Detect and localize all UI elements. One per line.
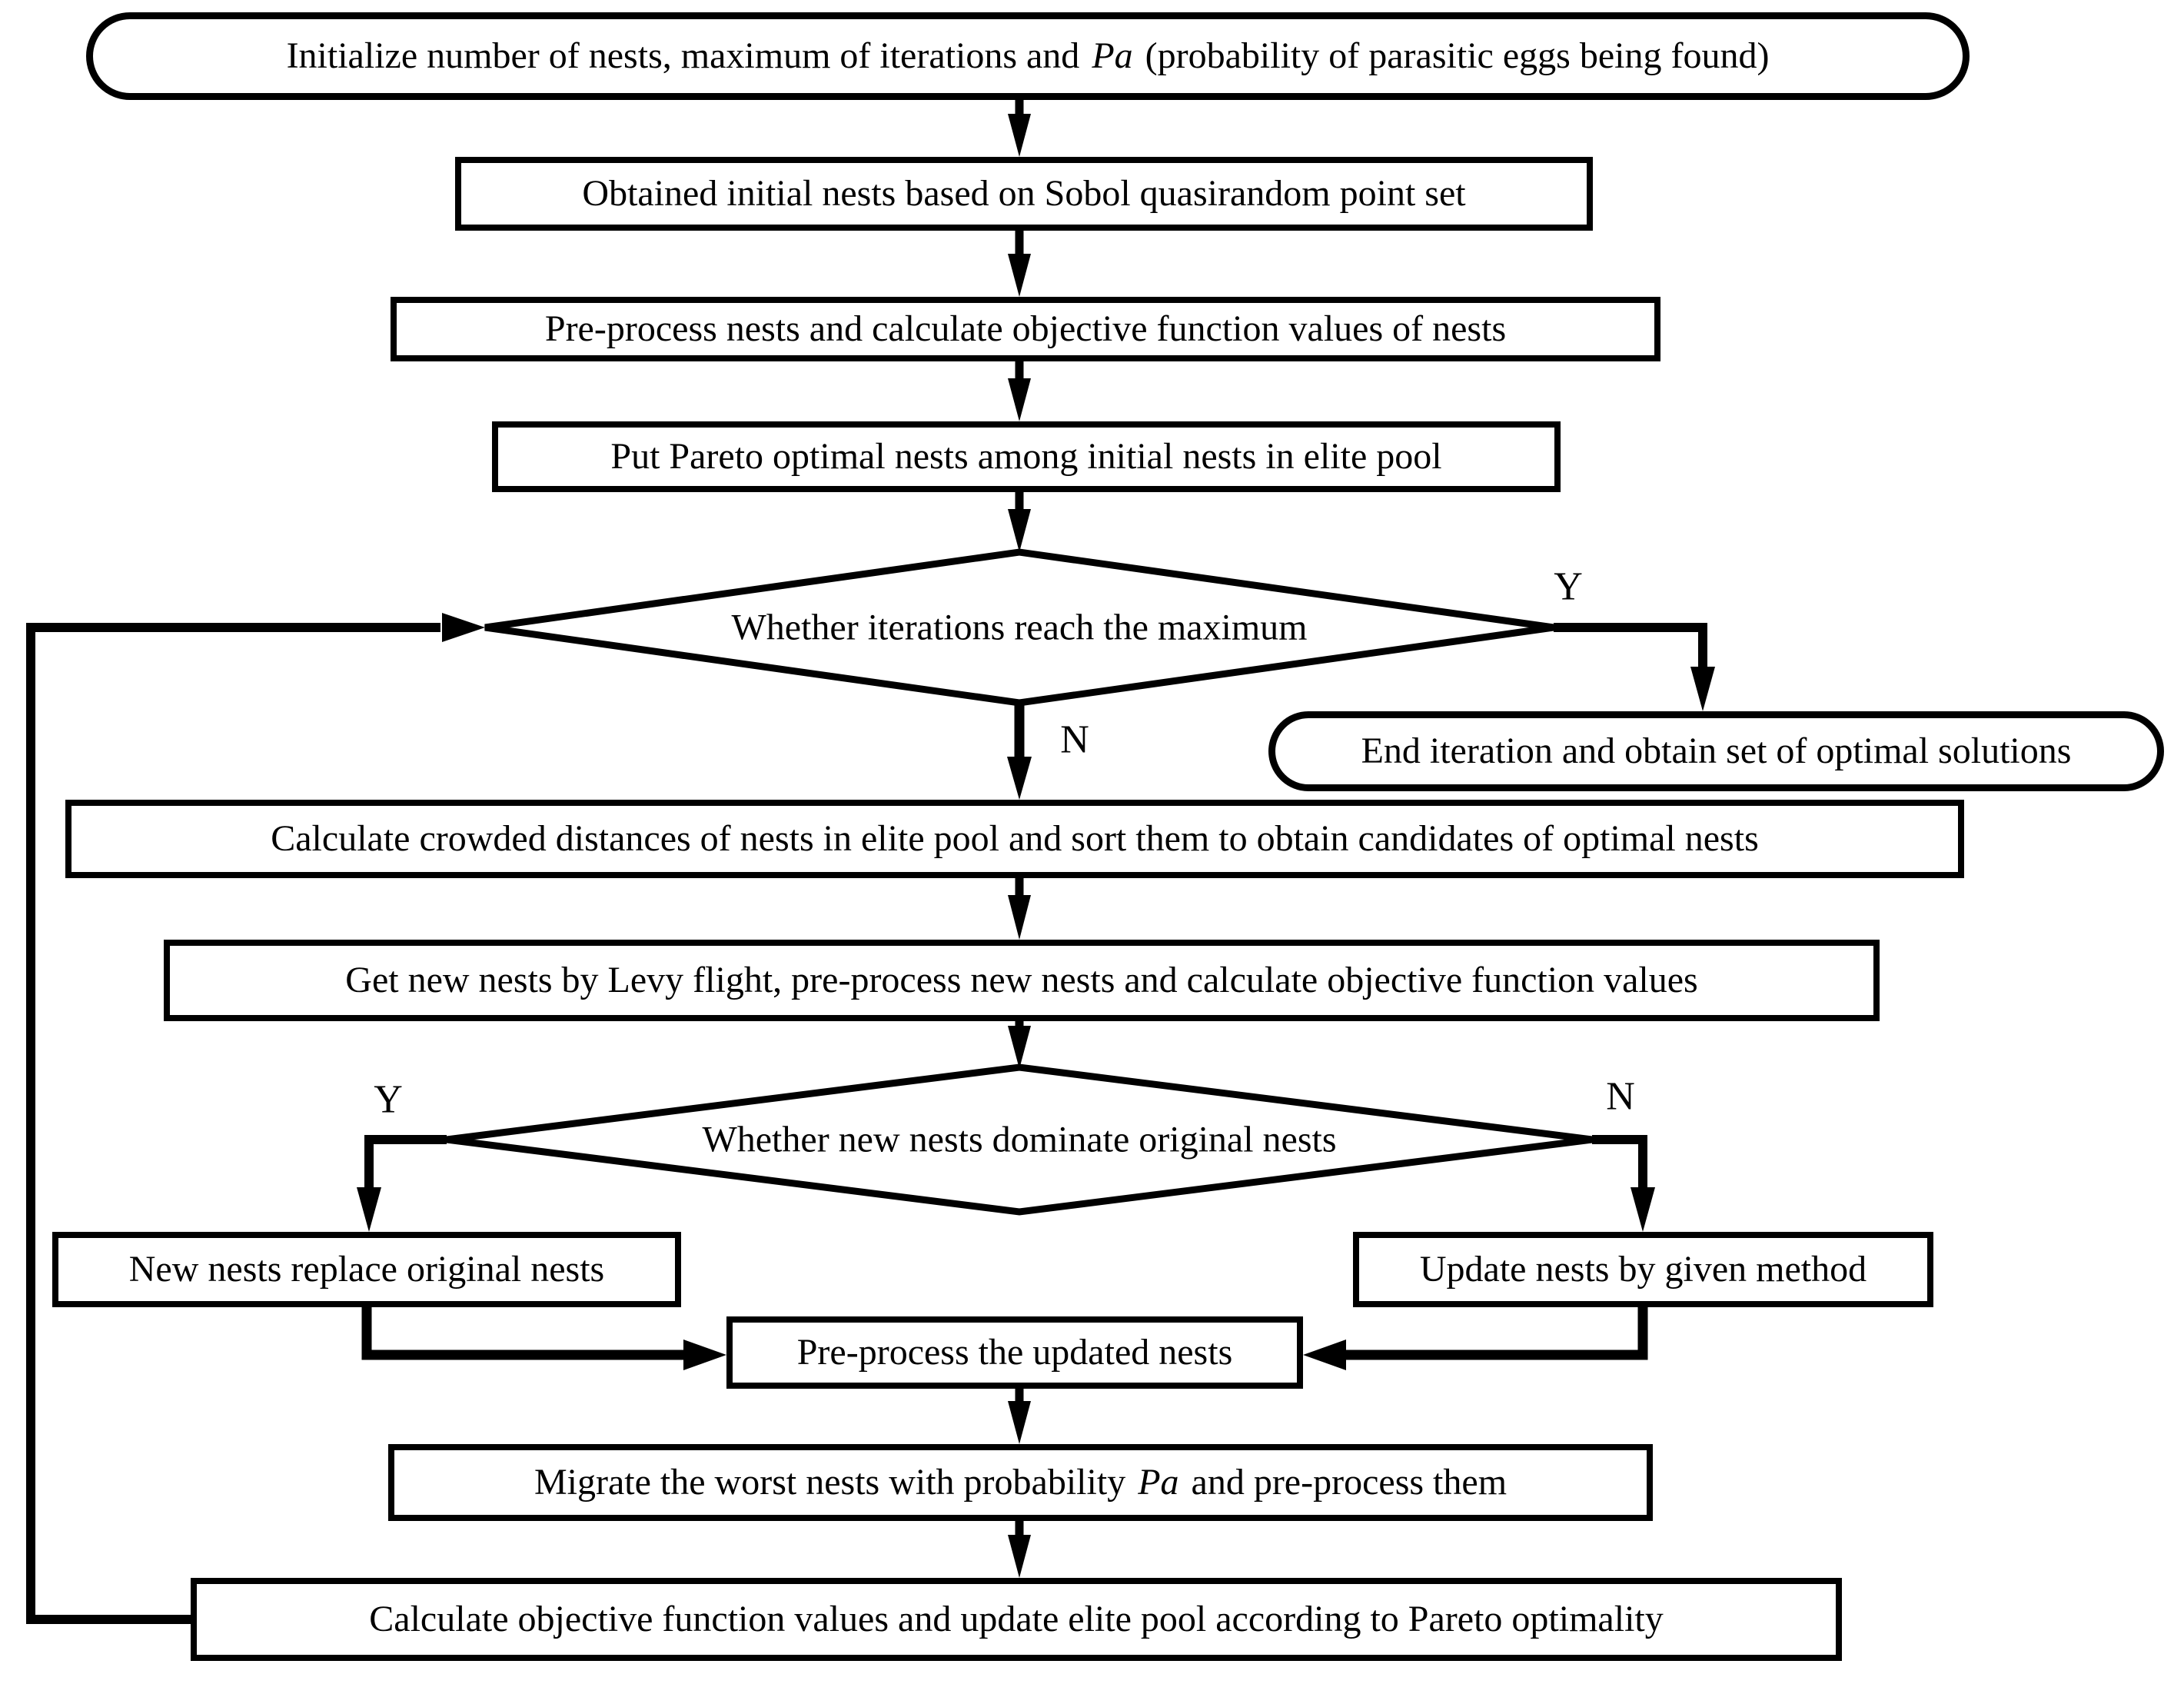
node-crowded-sort: Calculate crowded distances of nests in … xyxy=(65,800,1964,878)
dominate-check-yes-label: Y xyxy=(374,1077,403,1122)
arrow-sobol-to-preprocess xyxy=(1008,231,1031,297)
node-preprocess-initial-label: Pre-process nests and calculate objectiv… xyxy=(544,308,1507,349)
node-levy-flight-label: Get new nests by Levy flight, pre-proces… xyxy=(345,959,1698,1000)
node-start-terminator: Initialize number of nests, maximum of i… xyxy=(86,12,1970,100)
node-migrate-worst: Migrate the worst nests with probability… xyxy=(388,1444,1653,1521)
arrow-levy-to-dominate-check xyxy=(1008,1021,1031,1069)
node-crowded-sort-label: Calculate crowded distances of nests in … xyxy=(271,817,1759,859)
iteration-check-no-label: N xyxy=(1060,717,1089,762)
arrow-start-to-sobol xyxy=(1008,100,1031,157)
node-final-update-label: Calculate objective function values and … xyxy=(369,1598,1664,1639)
node-final-update: Calculate objective function values and … xyxy=(191,1578,1842,1661)
node-preprocess-updated-label: Pre-process the updated nests xyxy=(796,1331,1233,1373)
node-update-nests: Update nests by given method xyxy=(1353,1232,1933,1307)
node-replace-nests: New nests replace original nests xyxy=(52,1232,681,1307)
arrow-replace-to-preprocess-updated xyxy=(361,1307,726,1370)
iteration-check-yes-label: Y xyxy=(1554,564,1583,609)
arrow-update-to-preprocess-updated xyxy=(1303,1307,1648,1370)
arrow-migrate-to-final xyxy=(1008,1521,1031,1578)
arrow-dominate-yes-to-replace xyxy=(357,1135,447,1232)
node-migrate-worst-label: Migrate the worst nests with probability… xyxy=(534,1461,1508,1503)
arrow-dominate-no-to-update xyxy=(1592,1135,1655,1232)
node-end-label: End iteration and obtain set of optimal … xyxy=(1361,730,2072,771)
dominate-check-no-label: N xyxy=(1606,1074,1635,1119)
node-start-label: Initialize number of nests, maximum of i… xyxy=(286,35,1770,76)
decision-dominate-check-label: Whether new nests dominate original nest… xyxy=(702,1119,1337,1160)
node-levy-flight: Get new nests by Levy flight, pre-proces… xyxy=(164,940,1880,1021)
node-pareto-pool: Put Pareto optimal nests among initial n… xyxy=(492,421,1561,492)
node-pareto-pool-label: Put Pareto optimal nests among initial n… xyxy=(610,435,1442,477)
node-sobol-init: Obtained initial nests based on Sobol qu… xyxy=(455,157,1593,231)
arrow-iteration-no-to-crowded xyxy=(1007,703,1032,800)
arrow-crowded-to-levy xyxy=(1008,878,1031,940)
decision-iteration-check-label: Whether iterations reach the maximum xyxy=(731,607,1308,648)
decision-dominate-check xyxy=(446,1063,1593,1216)
node-preprocess-updated: Pre-process the updated nests xyxy=(726,1316,1303,1389)
arrow-loopback-final-to-iteration-check xyxy=(26,613,485,1624)
node-replace-nests-label: New nests replace original nests xyxy=(128,1248,605,1290)
arrow-preprocess-to-pareto xyxy=(1008,361,1031,421)
node-preprocess-initial: Pre-process nests and calculate objectiv… xyxy=(391,297,1660,361)
arrow-iteration-yes-to-end xyxy=(1554,623,1715,711)
node-sobol-label: Obtained initial nests based on Sobol qu… xyxy=(582,172,1466,214)
decision-iteration-check xyxy=(484,548,1554,707)
arrow-preprocess-updated-to-migrate xyxy=(1008,1389,1031,1444)
pa-symbol: Pa xyxy=(1092,35,1133,76)
node-update-nests-label: Update nests by given method xyxy=(1419,1248,1867,1290)
arrow-pareto-to-iteration-check xyxy=(1008,492,1031,552)
pa-symbol: Pa xyxy=(1138,1461,1179,1503)
node-end-terminator: End iteration and obtain set of optimal … xyxy=(1268,711,2164,791)
